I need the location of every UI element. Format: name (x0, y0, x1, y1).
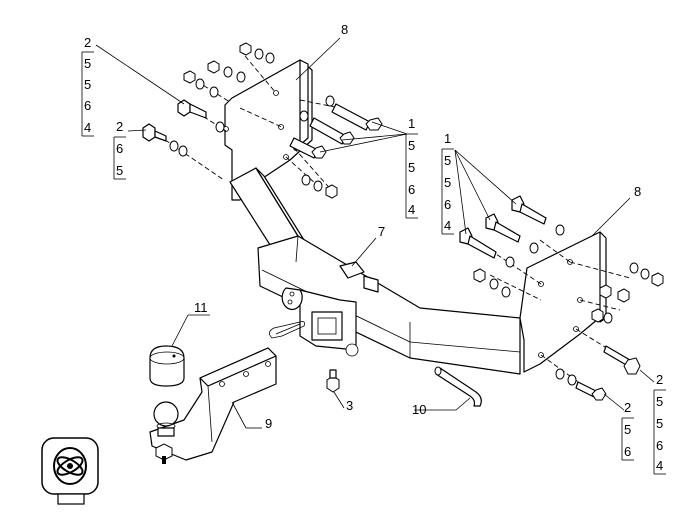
kit-far-right-item: 6 (444, 197, 451, 212)
callout-part-7: 7 (378, 224, 385, 239)
kit-stack-bottom-right: 2 5 5 6 4 (653, 372, 666, 475)
small-bolt (326, 369, 340, 393)
kit-stack-center-right: 1 5 5 6 4 (405, 116, 418, 219)
ball-mount (149, 347, 277, 464)
leader-lines (95, 37, 655, 429)
callout-part-3: 3 (346, 398, 353, 413)
left-fastener-set (142, 42, 383, 199)
hitch-pin (434, 366, 482, 407)
kit-center-right-item: 5 (408, 138, 415, 153)
kit-far-right-item: 5 (444, 153, 451, 168)
kit-mid-left-item: 2 (116, 119, 123, 134)
ball-cover (149, 345, 185, 387)
callout-part-9: 9 (265, 416, 272, 431)
kit-center-right-item: 5 (408, 160, 415, 175)
kit-bottom-mid-item: 2 (624, 400, 631, 415)
callout-part-11: 11 (194, 300, 208, 315)
callout-labels: 8 8 7 11 9 10 3 (194, 22, 641, 431)
kit-bottom-mid-item: 5 (624, 422, 631, 437)
manufacturer-logo (41, 437, 99, 505)
kit-bottom-right-item: 4 (656, 458, 663, 473)
kit-top-left-item: 5 (84, 56, 91, 71)
callout-part-8-left: 8 (341, 22, 348, 37)
kit-bottom-right-item: 5 (656, 416, 663, 431)
kit-top-left-item: 6 (84, 98, 91, 113)
kit-far-right-item: 5 (444, 175, 451, 190)
right-fastener-set (459, 195, 664, 401)
kit-mid-left-item: 6 (116, 141, 123, 156)
kit-center-right-item: 6 (408, 182, 415, 197)
kit-bottom-right-item: 6 (656, 438, 663, 453)
kit-stack-top-left: 2 5 5 6 4 (81, 35, 94, 137)
kit-center-right-item: 1 (408, 116, 415, 131)
kit-top-left-item: 2 (84, 35, 91, 50)
kit-stack-bottom-mid: 2 5 6 (621, 400, 634, 461)
kit-mid-left-item: 5 (116, 163, 123, 178)
kit-far-right-item: 4 (444, 218, 451, 233)
kit-far-right-item: 1 (444, 131, 451, 146)
kit-stack-mid-left: 2 6 5 (113, 119, 126, 180)
kit-center-right-item: 4 (408, 202, 415, 217)
callout-part-8-right: 8 (634, 184, 641, 199)
kit-top-left-item: 5 (84, 77, 91, 92)
kit-bottom-right-item: 2 (656, 372, 663, 387)
kit-stack-far-right: 1 5 5 6 4 (441, 131, 454, 235)
kit-top-left-item: 4 (84, 120, 91, 135)
callout-part-10: 10 (412, 402, 426, 417)
kit-bottom-right-item: 5 (656, 394, 663, 409)
safety-clip (269, 321, 305, 339)
main-crossbar (229, 167, 521, 375)
kit-bottom-mid-item: 6 (624, 444, 631, 459)
